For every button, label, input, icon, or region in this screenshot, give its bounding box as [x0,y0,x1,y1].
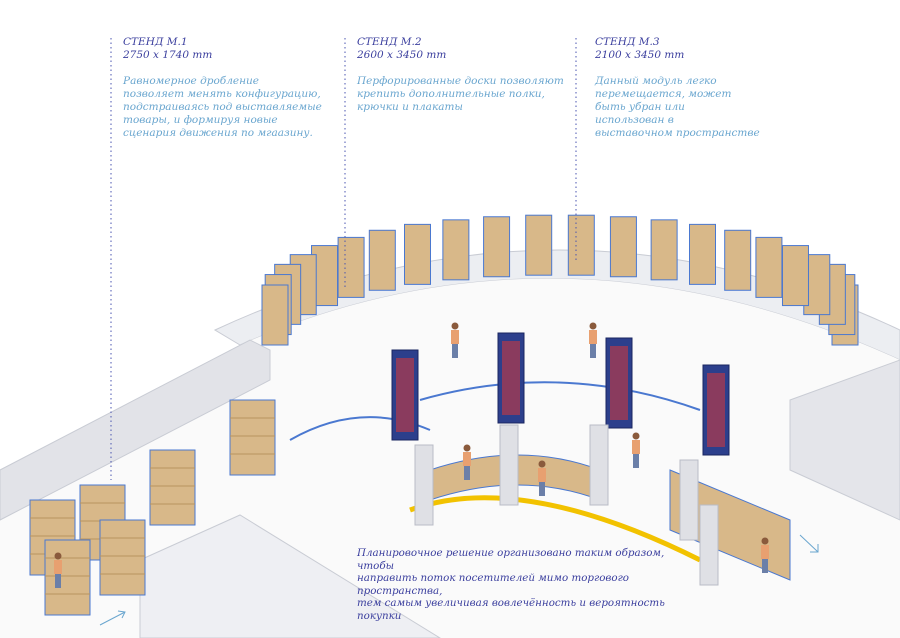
person-legs [633,454,639,468]
wall-shelf-unit [483,216,511,278]
person-body [538,468,546,482]
stand-description: Равномерное дробление позволяет менять к… [123,75,322,139]
stand-description: Данный модуль легко перемещается, может … [595,75,760,139]
person-head [761,537,769,545]
stand-size: 2100 x 3450 mm [595,49,685,61]
wall-shelf-unit [404,223,431,285]
person-legs [464,466,470,480]
gateway-pillar [414,444,434,526]
poster-graphic [502,341,520,415]
person-body [761,545,769,559]
shelf-stand-m1 [149,449,196,526]
wall-shelf-unit [689,223,716,285]
person-legs [539,482,545,496]
shelf-stand-m1 [99,519,146,596]
wall-shelf-unit [781,245,809,307]
person-body [54,560,62,574]
stand-size: 2750 x 1740 mm [123,49,213,61]
layout-caption: Планировочное решение организовано таким… [357,547,665,622]
right-wall [789,359,900,521]
wall-shelf-unit [650,219,678,281]
stand-title: СТЕНД М.1 [123,36,188,48]
gateway-pillar [679,459,699,541]
gateway-pillar [499,424,519,506]
person-head [589,322,597,330]
person-legs [452,344,458,358]
stand-m3-note: СТЕНД М.3 2100 x 3450 mm Данный модуль л… [595,36,760,140]
wall-shelf-unit [261,284,289,346]
person-body [632,440,640,454]
wall-shelf-unit [724,229,752,291]
person-head [54,552,62,560]
stand-m2-note: СТЕНД М.2 2600 x 3450 mm Перфорированные… [357,36,564,114]
person-head [632,432,640,440]
person-legs [55,574,61,588]
wall-shelf-unit [442,219,470,281]
person-legs [590,344,596,358]
shelf-stand-m1 [44,539,91,616]
wall-shelf-unit [755,236,783,298]
person-head [538,460,546,468]
person-body [451,330,459,344]
stand-title: СТЕНД М.3 [595,36,660,48]
person-body [589,330,597,344]
wall-shelf-unit [567,214,595,276]
person-head [463,444,471,452]
railing [419,381,701,411]
counter-right [669,469,791,581]
entry-arrow-icon [799,534,819,553]
stand-description: Перфорированные доски позволяют крепить … [357,75,564,113]
gateway-pillar [699,504,719,586]
gateway-pillar [589,424,609,506]
person-body [463,452,471,466]
stand-m1-note: СТЕНД М.1 2750 x 1740 mm Равномерное дро… [123,36,322,140]
wall-shelf-unit [368,229,396,291]
shelf-stand-m1 [229,399,276,476]
wall-shelf-unit [525,214,553,276]
poster-graphic [707,373,725,447]
poster-graphic [396,358,414,432]
stand-size: 2600 x 3450 mm [357,49,447,61]
stand-title: СТЕНД М.2 [357,36,422,48]
wall-shelf-unit [609,216,637,278]
entry-arrow-icon [99,610,126,626]
front-wall [139,514,441,638]
wall-shelf-unit [337,236,365,298]
poster-graphic [610,346,628,420]
visitor-path-line [409,495,702,563]
left-wall [0,339,271,521]
person-legs [762,559,768,573]
person-head [451,322,459,330]
